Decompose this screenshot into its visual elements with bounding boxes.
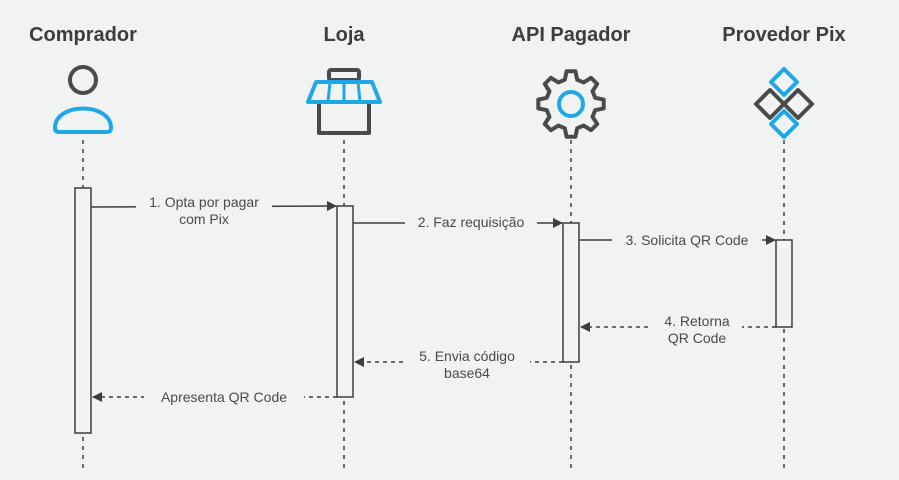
message-2-line1: 2. Faz requisição	[417, 214, 525, 230]
actor-title-api-pagador: API Pagador	[511, 24, 631, 46]
message-4-line2: QR Code	[667, 330, 727, 346]
gear-icon	[536, 69, 606, 139]
message-label-6: Apresenta QR Code	[144, 389, 304, 406]
message-5-line2: base64	[444, 365, 490, 381]
message-4-line1: 4. Retorna	[664, 313, 730, 329]
store-icon	[306, 68, 382, 135]
message-label-4: 4. Retorna QR Code	[652, 313, 742, 347]
activation-loja	[336, 205, 354, 398]
activation-api-pagador	[562, 222, 580, 363]
message-label-5: 5. Envia código base64	[404, 348, 530, 382]
message-label-2: 2. Faz requisição	[405, 214, 537, 231]
person-icon	[53, 65, 113, 134]
message-label-3: 3. Solicita QR Code	[612, 232, 762, 249]
message-6-line1: Apresenta QR Code	[160, 389, 288, 405]
message-1-line1: 1. Opta por pagar	[149, 194, 259, 210]
message-3-line1: 3. Solicita QR Code	[625, 232, 749, 248]
actor-title-provedor-pix: Provedor Pix	[722, 24, 846, 46]
activation-provedor-pix	[775, 239, 793, 328]
actor-title-loja: Loja	[323, 24, 365, 46]
pix-icon	[754, 67, 814, 139]
message-1-line2: com Pix	[179, 211, 229, 227]
activation-comprador	[74, 187, 92, 434]
message-label-1: 1. Opta por pagar com Pix	[136, 194, 272, 228]
message-5-line1: 5. Envia código	[419, 348, 515, 364]
actor-title-comprador: Comprador	[29, 24, 137, 46]
